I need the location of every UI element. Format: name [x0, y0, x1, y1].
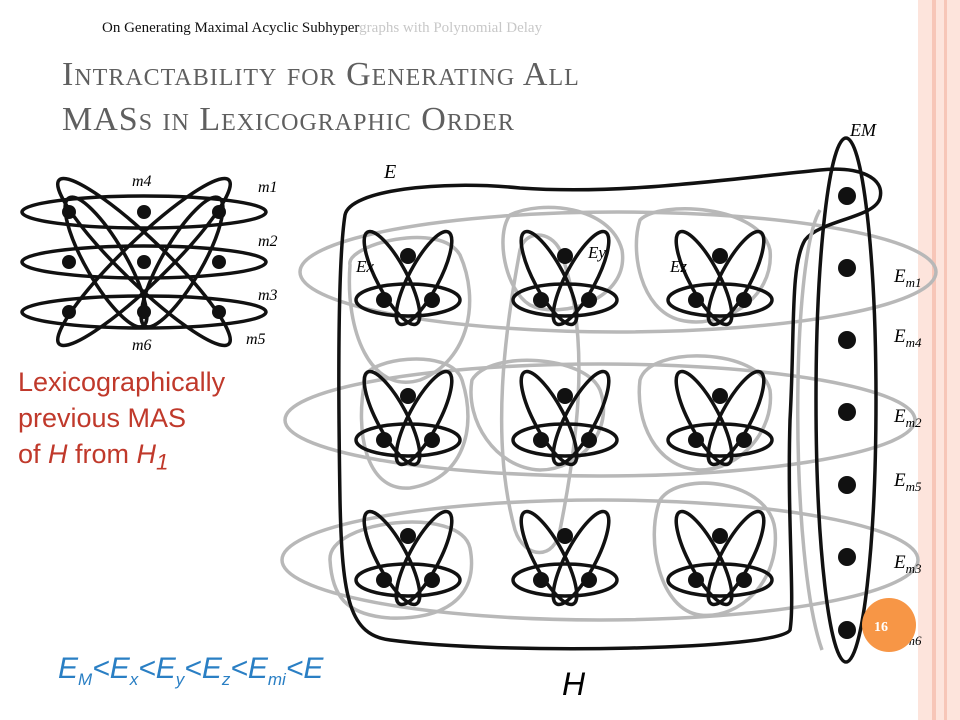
header-text-dark: On Generating Maximal Acyclic Subhyper — [102, 20, 360, 36]
edge-m1 — [20, 194, 268, 230]
lex-line-2: previous MAS — [18, 403, 187, 433]
slide-title: Intractability for Generating All MASs i… — [62, 52, 762, 142]
slide-header: On Generating Maximal Acyclic Subhypergr… — [102, 20, 542, 37]
edge-m2 — [20, 244, 268, 280]
edge-EM — [814, 136, 878, 664]
header-text-light: graphs with Polynomial Delay — [359, 20, 543, 36]
side-label-3: Em2 — [893, 406, 922, 430]
lexicographic-note: Lexicographically previous MAS of H from… — [18, 364, 225, 480]
title-line-2: MASs in Lexicographic Order — [62, 101, 515, 138]
label-Ex: Ex — [355, 257, 374, 276]
label-m6: m6 — [132, 337, 152, 354]
label-m4: m4 — [132, 173, 152, 190]
side-labels: Em1 Em4 Em2 Em5 Em3 Em6 — [893, 266, 922, 648]
label-E: E — [383, 161, 396, 183]
decor-stripe-2 — [932, 0, 936, 720]
label-Ez: Ez — [669, 257, 687, 276]
lex-line-1: Lexicographically — [18, 367, 226, 397]
graph-label-H: H — [562, 666, 586, 702]
label-m2: m2 — [258, 233, 278, 250]
edge-E — [337, 167, 883, 651]
small-hypergraph: m4 m1 m2 m3 m5 m6 — [20, 173, 278, 354]
side-label-5: Em3 — [893, 552, 922, 576]
page-number-badge: 16 — [862, 598, 916, 652]
gray-hyperedges — [280, 205, 938, 622]
label-m5: m5 — [246, 331, 266, 348]
order-formula: EM<Ex<Ey<Ez<Emi<E — [58, 652, 324, 689]
page-number: 16 — [874, 620, 888, 635]
title-line-1: Intractability for Generating All — [62, 56, 580, 93]
label-Ey: Ey — [587, 243, 606, 262]
edge-m4-b — [56, 176, 232, 348]
triangle-gadgets — [352, 223, 776, 613]
column-vertices — [838, 187, 856, 639]
decor-stripe-4 — [944, 0, 947, 720]
lex-line-3: of H from H1 — [18, 439, 169, 475]
decor-stripe-3 — [936, 0, 944, 720]
label-EM: EM — [849, 120, 877, 140]
label-m1: m1 — [258, 179, 278, 196]
decor-stripe-5 — [947, 0, 960, 720]
side-label-2: Em4 — [893, 326, 922, 350]
edge-m5-a — [139, 195, 225, 329]
gray-side-edge — [796, 209, 824, 651]
decor-stripe-1 — [918, 0, 932, 720]
label-m3: m3 — [258, 287, 278, 304]
side-label-4: Em5 — [893, 470, 922, 494]
side-label-1: Em1 — [893, 266, 922, 290]
edge-m4-a — [56, 176, 232, 348]
